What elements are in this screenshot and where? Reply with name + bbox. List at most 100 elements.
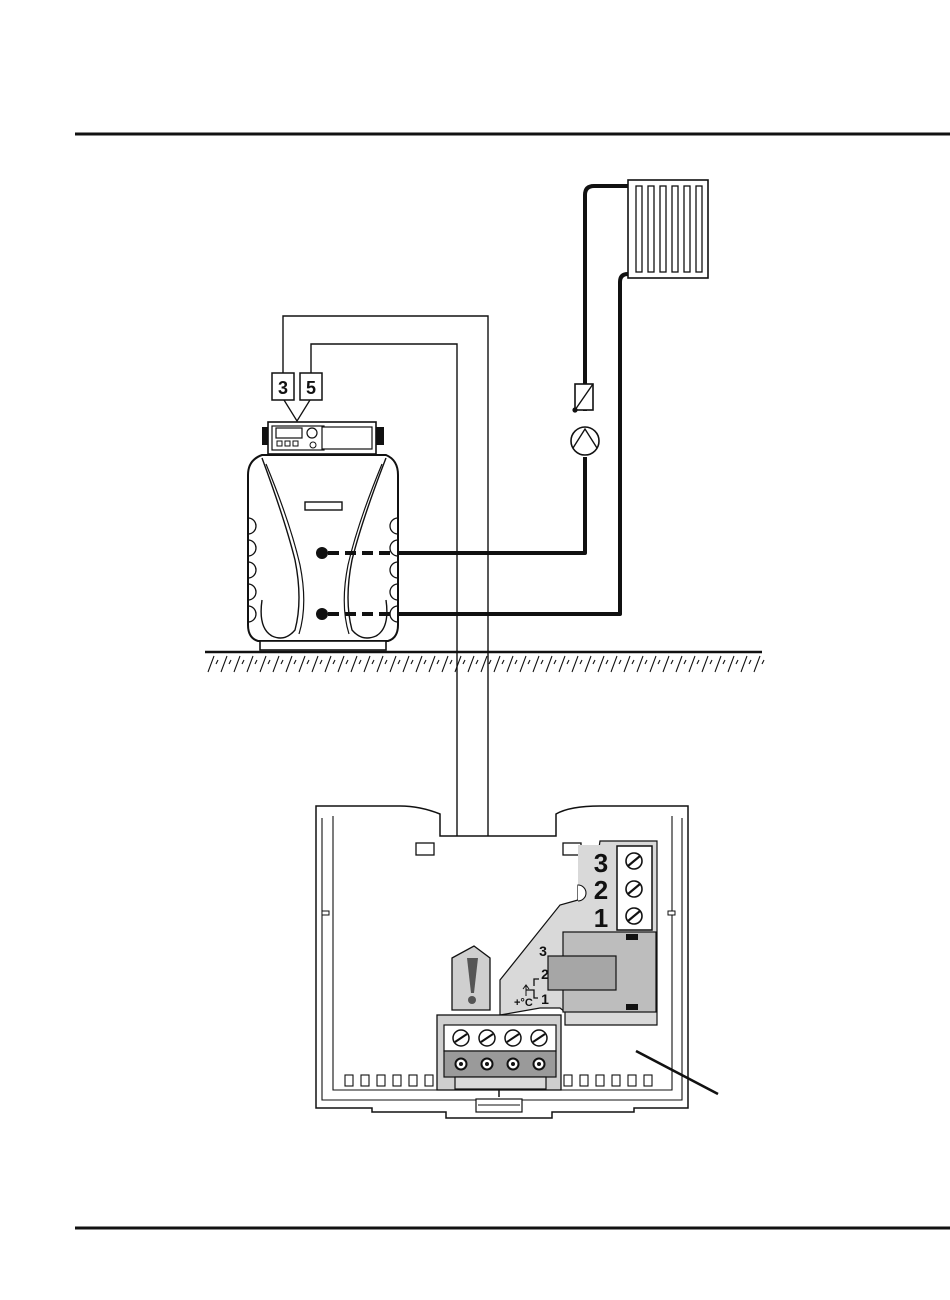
ground-hatch-tick [476, 660, 478, 664]
ground-hatch-tick [385, 660, 387, 664]
vent-slot [361, 1075, 369, 1086]
vent-slot [628, 1075, 636, 1086]
ground-hatch-tick [398, 660, 400, 664]
vent-slot [644, 1075, 652, 1086]
ground-hatch-mark [559, 656, 565, 672]
ground-hatch-mark [637, 656, 643, 672]
ground-hatch-tick [567, 660, 569, 664]
screw-terminal-icon [626, 881, 642, 897]
flow-pipe [392, 186, 628, 553]
ground-hatch-mark [377, 656, 383, 672]
screw-terminal-icon [626, 853, 642, 869]
vent-slot [409, 1075, 417, 1086]
ground-hatch-mark [650, 656, 656, 672]
svg-text:3: 3 [539, 943, 547, 959]
ground-hatch-tick [346, 660, 348, 664]
vent-slot [425, 1075, 433, 1086]
svg-text:3: 3 [278, 378, 288, 398]
ground-hatch-tick [320, 660, 322, 664]
ground-hatch-tick [645, 660, 647, 664]
ground-hatch-tick [216, 660, 218, 664]
ground-hatch-tick [411, 660, 413, 664]
ground-hatch-tick [255, 660, 257, 664]
ground-hatch-mark [286, 656, 292, 672]
ground-hatch-mark [351, 656, 357, 672]
svg-text:5: 5 [306, 378, 316, 398]
ground-hatch-tick [463, 660, 465, 664]
ground-hatch-tick [294, 660, 296, 664]
vent-slot [612, 1075, 620, 1086]
ground-hatch-tick [359, 660, 361, 664]
ground-hatch-mark [507, 656, 513, 672]
terminal-pointer [284, 400, 310, 421]
ground-hatch-tick [684, 660, 686, 664]
ground-hatch-mark [689, 656, 695, 672]
ground-hatch-mark [611, 656, 617, 672]
ground-hatching [205, 652, 764, 672]
ground-hatch-tick [632, 660, 634, 664]
ground-hatch-tick [372, 660, 374, 664]
ground-hatch-mark [429, 656, 435, 672]
ground-hatch-tick [554, 660, 556, 664]
ground-hatch-tick [528, 660, 530, 664]
ground-hatch-mark [572, 656, 578, 672]
ground-hatch-tick [229, 660, 231, 664]
ground-hatch-tick [541, 660, 543, 664]
ground-hatch-mark [455, 656, 461, 672]
svg-text:+°C: +°C [514, 997, 533, 1009]
ground-hatch-tick [450, 660, 452, 664]
ground-hatch-mark [364, 656, 370, 672]
ground-hatch-mark [741, 656, 747, 672]
radiator-icon [628, 180, 708, 278]
ground-hatch-mark [728, 656, 734, 672]
ground-hatch-mark [416, 656, 422, 672]
ground-hatch-mark [481, 656, 487, 672]
ground-hatch-tick [593, 660, 595, 664]
circulation-pump-icon [571, 427, 599, 455]
ground-hatch-mark [312, 656, 318, 672]
ground-hatch-tick [268, 660, 270, 664]
ground-hatch-mark [273, 656, 279, 672]
ground-hatch-mark [325, 656, 331, 672]
screw-terminal-block [617, 846, 652, 930]
ground-hatch-tick [307, 660, 309, 664]
ground-hatch-mark [234, 656, 240, 672]
ground-hatch-mark [390, 656, 396, 672]
heating-boiler-icon [248, 422, 398, 650]
boiler-terminal-5: 5 [300, 373, 322, 400]
vent-slot [580, 1075, 588, 1086]
ground-hatch-tick [749, 660, 751, 664]
vent-slot [564, 1075, 572, 1086]
relay [548, 932, 656, 1012]
ground-hatch-tick [424, 660, 426, 664]
ground-hatch-tick [515, 660, 517, 664]
ground-hatch-mark [520, 656, 526, 672]
ground-hatch-mark [299, 656, 305, 672]
power-terminal-block [437, 1015, 561, 1097]
ground-hatch-mark [663, 656, 669, 672]
svg-text:1: 1 [541, 991, 549, 1007]
ground-hatch-mark [338, 656, 344, 672]
vent-slot [377, 1075, 385, 1086]
ground-hatch-mark [546, 656, 552, 672]
ground-hatch-tick [606, 660, 608, 664]
ground-hatch-mark [533, 656, 539, 672]
ground-hatch-tick [489, 660, 491, 664]
warning-icon [452, 946, 490, 1010]
ground-hatch-mark [442, 656, 448, 672]
screw-terminal-icon [626, 908, 642, 924]
ground-hatch-tick [710, 660, 712, 664]
ground-hatch-mark [260, 656, 266, 672]
svg-text:2: 2 [541, 966, 549, 982]
ground-hatch-mark [754, 656, 760, 672]
ground-hatch-mark [702, 656, 708, 672]
vent-slot [345, 1075, 353, 1086]
ground-hatch-tick [333, 660, 335, 664]
ground-hatch-mark [247, 656, 253, 672]
ground-hatch-tick [671, 660, 673, 664]
terminal-label-3: 3 [594, 848, 608, 878]
ground-hatch-mark [403, 656, 409, 672]
ground-hatch-tick [619, 660, 621, 664]
ground-hatch-mark [715, 656, 721, 672]
ground-hatch-tick [697, 660, 699, 664]
